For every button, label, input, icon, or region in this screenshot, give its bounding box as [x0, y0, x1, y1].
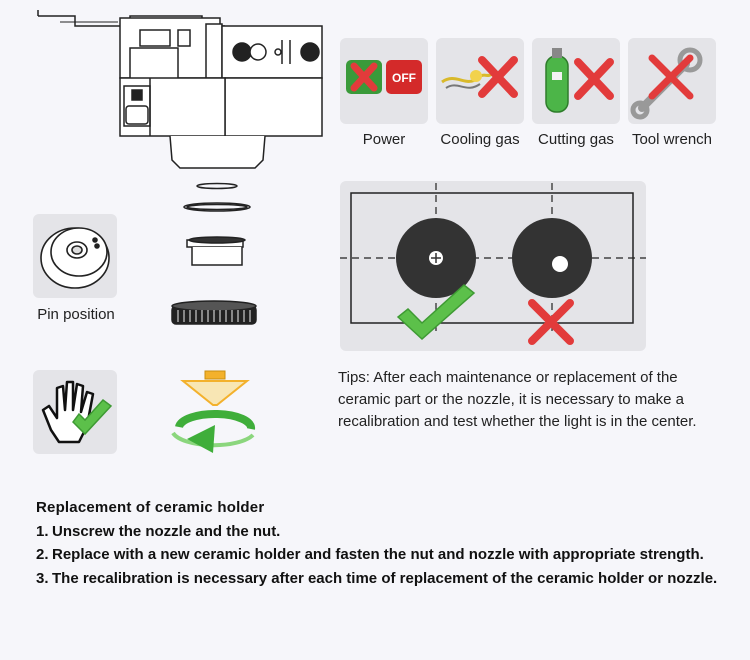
requirement-label-cutting-gas: Cutting gas [538, 131, 614, 148]
cutting-gas-cylinder-icon [545, 48, 614, 113]
power-tile: OFF [340, 38, 428, 124]
offset-disc [512, 218, 592, 298]
rotate-arrow-icon [175, 409, 256, 430]
light-alignment-tile [340, 181, 646, 351]
instruction-step: 3.The recalibration is necessary after e… [36, 569, 718, 587]
cooling-gas-icon [441, 56, 518, 98]
check-icon [72, 398, 113, 436]
glove-tile [33, 370, 117, 454]
instructions-heading: Replacement of ceramic holder [36, 499, 265, 516]
glove-icon [41, 380, 113, 444]
requirement-label-tool-wrench: Tool wrench [631, 131, 713, 148]
cooling-gas-tile [436, 38, 524, 124]
cutting-head-diagram [37, 10, 323, 325]
cross-icon [478, 56, 518, 98]
cross-icon [648, 54, 694, 100]
cross-icon [574, 58, 614, 100]
tool-wrench-tile [628, 38, 716, 124]
cross-icon [528, 299, 574, 345]
check-icon [396, 284, 476, 341]
light-alignment-diagram [340, 183, 646, 345]
pin-position-tile [33, 214, 117, 298]
instruction-step: 1.Unscrew the nozzle and the nut. [36, 522, 281, 540]
wrench-icon [630, 47, 703, 120]
power-off-icon: OFF [346, 60, 422, 94]
pin-position-label: Pin position [37, 306, 115, 323]
cutting-gas-tile [532, 38, 620, 124]
instruction-step: 2.Replace with a new ceramic holder and … [36, 546, 704, 563]
requirement-label-cooling-gas: Cooling gas [440, 131, 520, 148]
requirement-label-power: Power [362, 131, 406, 148]
nozzle-rotate-illustration [171, 370, 256, 453]
ceramic-holder-icon [40, 227, 110, 289]
svg-text:OFF: OFF [392, 71, 416, 85]
instructions: Replacement of ceramic holder 1.Unscrew … [36, 496, 726, 590]
tips-text: Tips: After each maintenance or replacem… [338, 369, 697, 430]
